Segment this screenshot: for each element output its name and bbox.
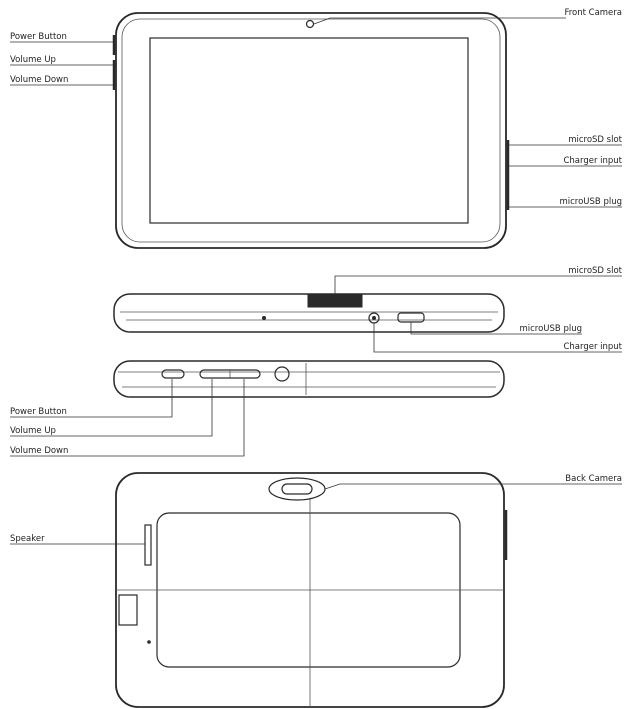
top-edge-body: [113, 293, 505, 333]
top-edge-view: [113, 293, 505, 333]
label-microusb-plug-side: microUSB plug: [559, 197, 622, 207]
label-volume-down-bottom: Volume Down: [10, 446, 68, 456]
bottom-power-button: [161, 369, 185, 379]
back-camera-housing: [268, 477, 326, 501]
leader-microusb-top: [410, 322, 582, 335]
back-speaker-grille: [144, 524, 152, 566]
leader-front-camera: [313, 17, 566, 25]
back-view: [115, 472, 508, 708]
leader-microsd-top: [334, 275, 622, 295]
leader-voldown-bottom: [10, 379, 245, 457]
label-microsd-slot-top: microSD slot: [568, 266, 622, 276]
top-charger-jack-center: [372, 316, 376, 320]
label-microusb-plug-top: microUSB plug: [519, 324, 582, 334]
front-view: [112, 12, 510, 249]
leader-back-camera: [324, 483, 622, 490]
label-charger-input-side: Charger input: [563, 156, 622, 166]
back-reset-hole: [147, 640, 151, 644]
leader-volup-bottom: [10, 379, 213, 437]
label-back-camera: Back Camera: [565, 474, 622, 484]
back-camera-lens: [281, 483, 313, 495]
bottom-edge-body: [113, 360, 505, 398]
label-volume-up-front: Volume Up: [10, 55, 56, 65]
bottom-edge-view: [113, 360, 505, 398]
front-body-inner: [121, 18, 501, 243]
front-body-outer: [115, 12, 507, 249]
leader-power-bottom: [10, 379, 173, 418]
label-volume-down-front: Volume Down: [10, 75, 68, 85]
leader-charger-top: [373, 323, 622, 353]
label-front-camera: Front Camera: [564, 8, 622, 18]
top-mic-hole: [262, 316, 266, 320]
label-power-button-front: Power Button: [10, 32, 67, 42]
bottom-headphone-jack: [274, 366, 290, 382]
label-volume-up-bottom: Volume Up: [10, 426, 56, 436]
label-charger-input-top: Charger input: [563, 342, 622, 352]
top-microsd-slot: [307, 294, 363, 308]
top-microusb-port: [397, 312, 425, 323]
label-microsd-slot-side: microSD slot: [568, 135, 622, 145]
front-screen: [149, 37, 469, 224]
front-camera-lens: [305, 19, 315, 29]
label-power-button-bottom: Power Button: [10, 407, 67, 417]
label-speaker: Speaker: [10, 534, 45, 544]
back-side-tab: [118, 594, 138, 626]
